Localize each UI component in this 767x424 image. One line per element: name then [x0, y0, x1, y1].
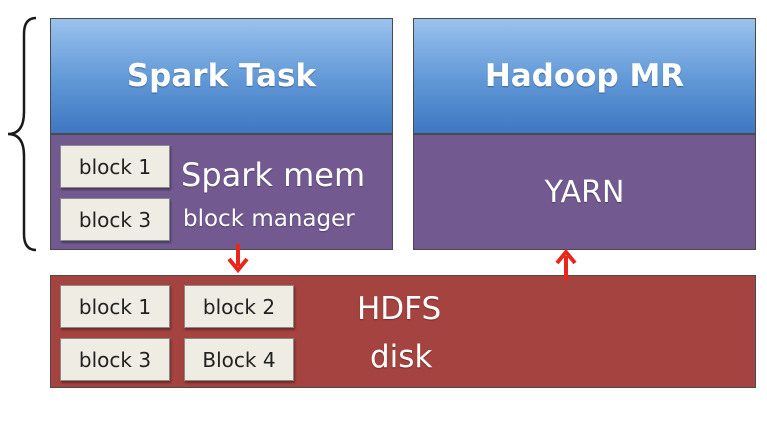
spark-mem-block: block 3 [60, 198, 170, 241]
hdfs-subtitle: disk [370, 339, 433, 375]
arrow-up-icon [555, 248, 577, 280]
hdfs-block: block 1 [60, 285, 170, 328]
spark-mem-block: block 1 [60, 145, 170, 188]
hdfs-block: block 3 [60, 338, 170, 381]
hdfs-title: HDFS [357, 291, 442, 327]
hdfs-block: Block 4 [184, 338, 294, 381]
hadoop-mr-title: Hadoop MR [484, 58, 685, 94]
curly-brace [7, 16, 37, 252]
yarn-box: YARN [413, 134, 756, 250]
hdfs-block: block 2 [184, 285, 294, 328]
arrow-down-icon [227, 244, 249, 274]
spark-task-title: Spark Task [126, 58, 317, 94]
hadoop-mr-box: Hadoop MR [413, 18, 756, 134]
spark-mem-title: Spark mem [181, 156, 366, 194]
spark-mem-subtitle: block manager [183, 206, 355, 232]
yarn-title: YARN [544, 174, 625, 210]
spark-task-box: Spark Task [50, 18, 393, 134]
